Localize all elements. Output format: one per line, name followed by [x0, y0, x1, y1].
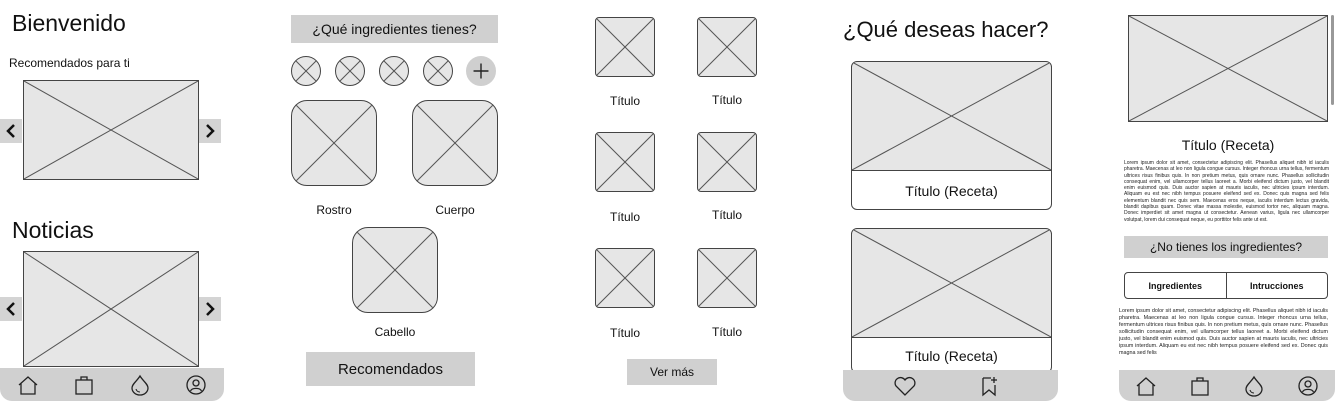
bottom-nav-bar: [843, 370, 1058, 401]
item-thumbnail[interactable]: [697, 17, 757, 77]
shopping-bag-icon[interactable]: [1189, 375, 1211, 397]
bottom-nav-bar: [0, 368, 224, 401]
profile-icon[interactable]: [1297, 375, 1319, 397]
heart-icon[interactable]: [893, 375, 917, 397]
ingredients-question: ¿Qué ingredientes tienes?: [291, 15, 498, 43]
category-rostro-image[interactable]: [291, 100, 377, 186]
placeholder-icon[interactable]: [379, 56, 409, 86]
news-carousel-image[interactable]: [23, 251, 199, 367]
tab-ingredientes[interactable]: Ingredientes: [1125, 273, 1227, 298]
recipe-card[interactable]: Título (Receta): [851, 61, 1052, 210]
category-label: Cuerpo: [435, 203, 475, 217]
shopping-bag-icon[interactable]: [73, 374, 95, 396]
plus-icon[interactable]: [466, 56, 496, 86]
item-thumbnail[interactable]: [697, 132, 757, 192]
recipe-description: Lorem ipsum dolor sit amet, consectetur …: [1124, 160, 1329, 223]
category-label: Rostro: [316, 203, 352, 217]
category-label: Cabello: [374, 325, 416, 339]
what-to-do-title: ¿Qué deseas hacer?: [843, 17, 1049, 42]
item-title: Título: [609, 210, 640, 224]
placeholder-icon[interactable]: [291, 56, 321, 86]
recipe-image: [852, 62, 1051, 171]
drop-icon[interactable]: [1243, 375, 1265, 397]
home-icon[interactable]: [17, 374, 39, 396]
item-thumbnail[interactable]: [595, 248, 655, 308]
placeholder-icon[interactable]: [335, 56, 365, 86]
recipe-title: Título (Receta): [905, 348, 998, 364]
item-title: Título: [711, 325, 742, 339]
bookmark-add-icon[interactable]: [979, 375, 999, 397]
welcome-title: Bienvenido: [12, 10, 126, 36]
news-title: Noticias: [12, 217, 94, 243]
item-title: Título: [609, 326, 640, 340]
recipe-tabs: Ingredientes Intrucciones: [1124, 272, 1328, 299]
recipe-card[interactable]: Título (Receta): [851, 228, 1052, 373]
chevron-left-icon[interactable]: [0, 119, 22, 143]
chevron-right-icon[interactable]: [199, 119, 221, 143]
no-ingredients-button[interactable]: ¿No tienes los ingredientes?: [1124, 236, 1328, 258]
item-thumbnail[interactable]: [595, 17, 655, 77]
recipe-image: [852, 229, 1051, 338]
recommended-button[interactable]: Recomendados: [306, 352, 475, 386]
item-title: Título: [609, 94, 640, 108]
recipe-title: Título (Receta): [1181, 137, 1275, 153]
recipe-title: Título (Receta): [905, 183, 998, 199]
item-title: Título: [711, 93, 742, 107]
bottom-nav-bar: [1119, 370, 1335, 401]
instructions-text: Lorem ipsum dolor sit amet, consectetur …: [1119, 308, 1328, 356]
item-title: Título: [711, 208, 742, 222]
item-thumbnail[interactable]: [697, 248, 757, 308]
recipe-hero-image: [1128, 15, 1328, 122]
home-icon[interactable]: [1135, 375, 1157, 397]
item-thumbnail[interactable]: [595, 132, 655, 192]
chevron-left-icon[interactable]: [0, 297, 22, 321]
category-cabello-image[interactable]: [352, 227, 438, 313]
profile-icon[interactable]: [185, 374, 207, 396]
recommended-label: Recomendados para ti: [9, 56, 130, 70]
see-more-button[interactable]: Ver más: [627, 359, 717, 385]
tab-instrucciones[interactable]: Intrucciones: [1249, 280, 1304, 291]
category-cuerpo-image[interactable]: [412, 100, 498, 186]
placeholder-icon[interactable]: [423, 56, 453, 86]
drop-icon[interactable]: [129, 374, 151, 396]
recommended-carousel-image[interactable]: [23, 80, 199, 180]
chevron-right-icon[interactable]: [199, 297, 221, 321]
scrollbar[interactable]: [1331, 15, 1334, 105]
